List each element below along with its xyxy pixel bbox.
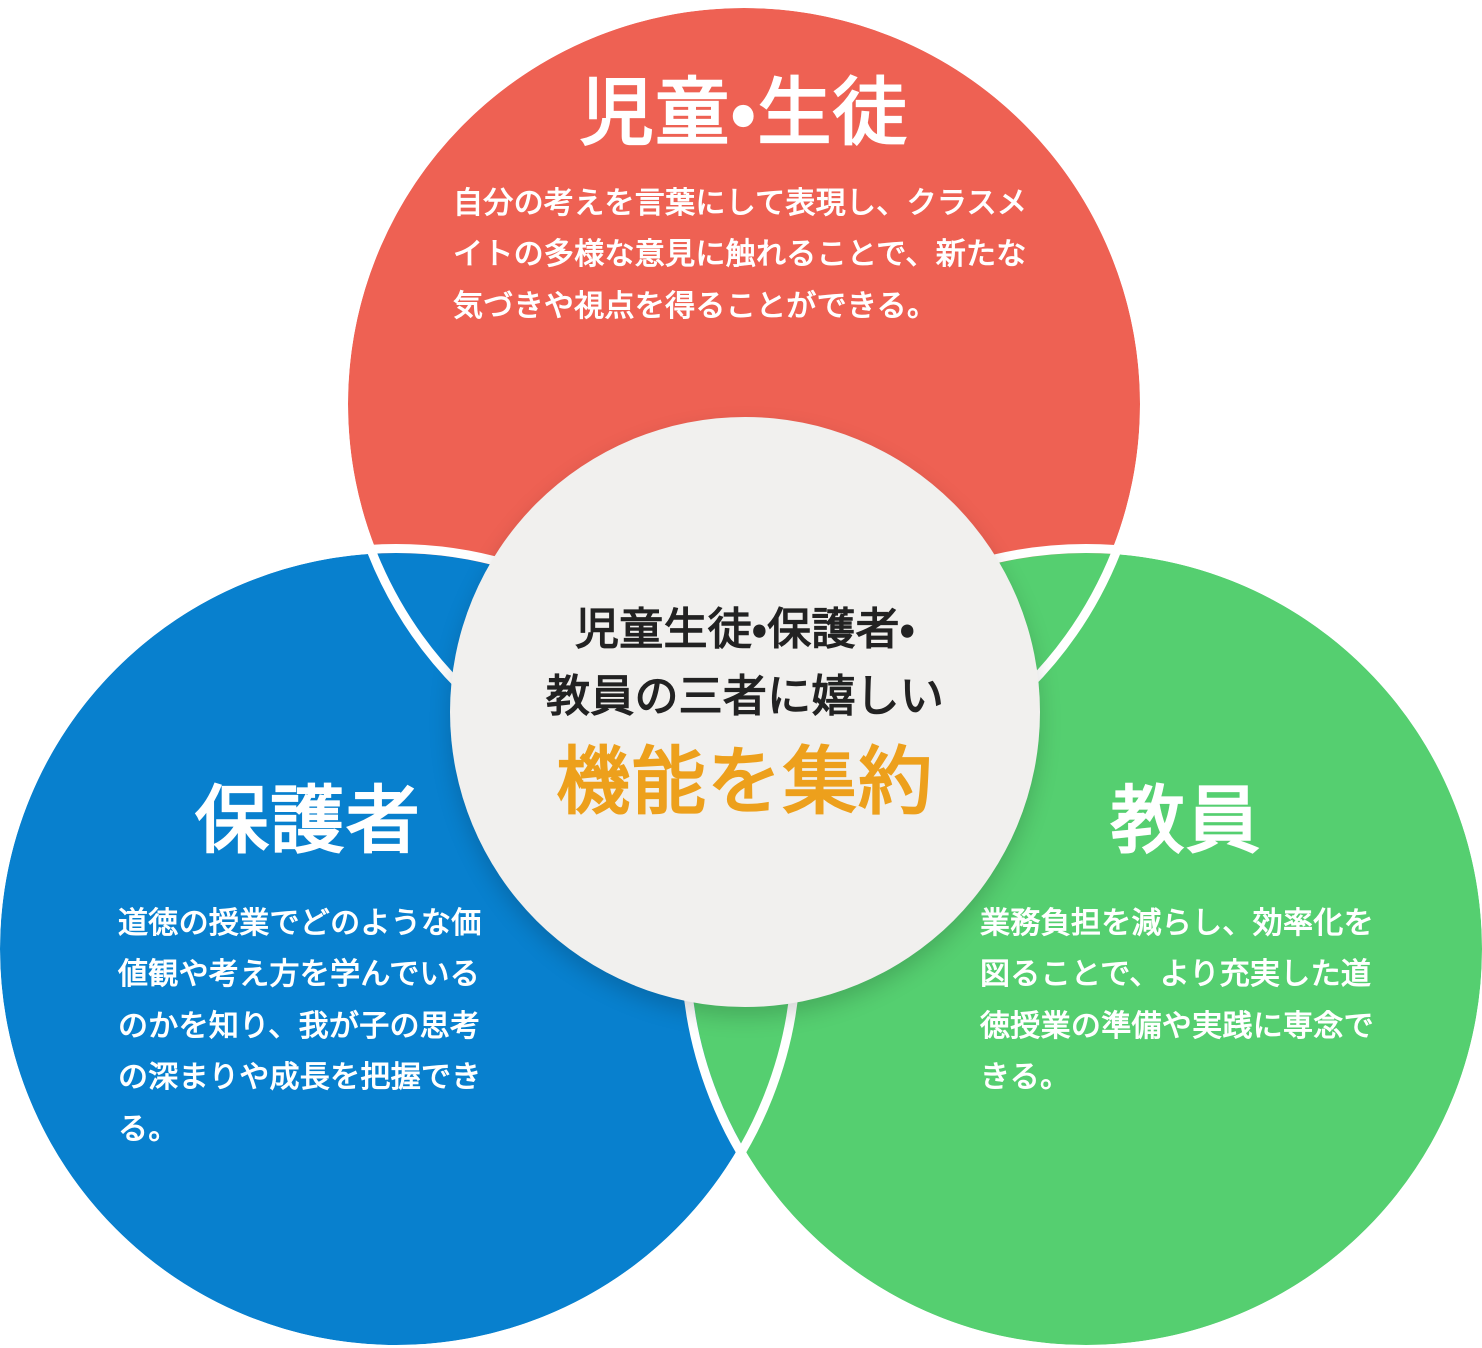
lobe-content-students: 児童・生徒 自分の考えを言葉にして表現し、クラスメイトの多様な意見に触れることで… <box>444 74 1044 332</box>
lobe-content-guardians: 保護者 道徳の授業でどのような価値観や考え方を学んでいるのかを知り、我が子の思考… <box>118 782 498 1156</box>
center-emphasis-text: 機能を集約 <box>556 739 934 823</box>
lobe-title-teachers: 教員 <box>1110 779 1262 862</box>
center-lead-line-2: 教員の三者に嬉しい <box>546 671 944 721</box>
center-hub: 児童生徒・保護者・ 教員の三者に嬉しい 機能を集約 <box>450 417 1040 1007</box>
lobe-title-students: 児童・生徒 <box>579 71 909 154</box>
center-hub-inner: 児童生徒・保護者・ 教員の三者に嬉しい 機能を集約 <box>510 597 980 827</box>
center-lead-line-1: 児童生徒・保護者・ <box>575 604 915 654</box>
lobe-body-teachers: 業務負担を減らし、効率化を図ることで、より充実した道徳授業の準備や実践に専念でき… <box>980 906 1374 1095</box>
center-lead-text: 児童生徒・保護者・ 教員の三者に嬉しい <box>510 597 980 731</box>
lobe-content-teachers: 教員 業務負担を減らし、効率化を図ることで、より充実した道徳授業の準備や実践に専… <box>980 782 1392 1104</box>
lobe-title-guardians: 保護者 <box>194 779 422 862</box>
lobe-body-students: 自分の考えを言葉にして表現し、クラスメイトの多様な意見に触れることで、新たな気づ… <box>453 186 1028 323</box>
lobe-body-guardians: 道徳の授業でどのような価値観や考え方を学んでいるのかを知り、我が子の思考の深まり… <box>118 906 482 1147</box>
